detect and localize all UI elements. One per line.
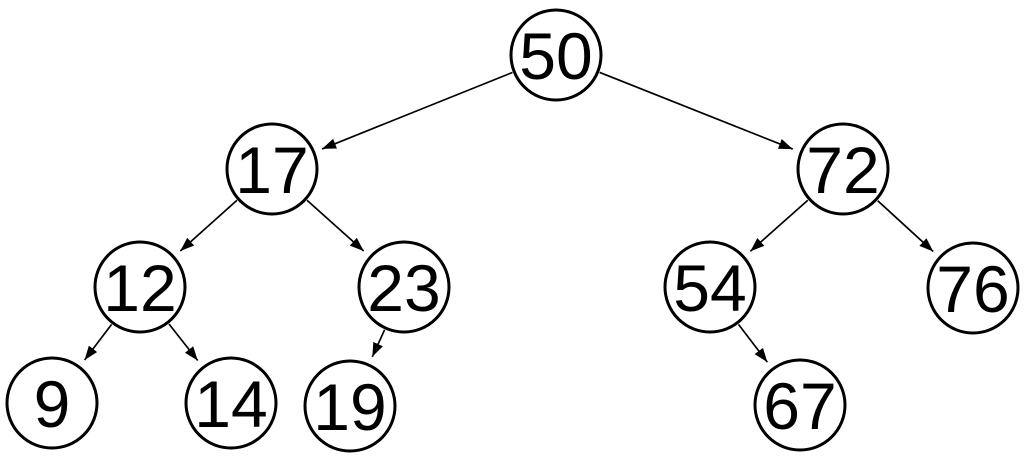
- node-value-19: 19: [313, 370, 386, 444]
- tree-node-14: 14: [184, 356, 278, 450]
- edge-50-17: [321, 71, 513, 150]
- tree-node-12: 12: [93, 240, 187, 334]
- node-circle-54: [663, 240, 757, 334]
- edge-17-12: [179, 199, 238, 252]
- node-circle-14: [184, 356, 278, 450]
- node-circle-9: [5, 356, 99, 450]
- node-circle-76: [926, 241, 1020, 335]
- tree-node-54: 54: [663, 240, 757, 334]
- node-value-17: 17: [235, 133, 308, 207]
- edge-12-14: [168, 323, 199, 362]
- node-circle-67: [753, 358, 847, 452]
- node-value-14: 14: [194, 367, 267, 441]
- edge-23-19: [371, 329, 386, 358]
- node-circle-19: [303, 359, 397, 453]
- node-value-76: 76: [936, 252, 1009, 326]
- tree-node-19: 19: [303, 359, 397, 453]
- edge-50-72: [599, 71, 794, 150]
- node-circle-50: [509, 8, 603, 102]
- edge-17-23: [306, 199, 365, 252]
- edge-54-67: [737, 323, 768, 363]
- nodes-layer: 50 17 72 12 23 54 76 9 14 19 67: [5, 8, 1020, 453]
- tree-node-17: 17: [225, 122, 319, 216]
- edges-layer: [83, 71, 934, 363]
- tree-node-23: 23: [357, 240, 451, 334]
- tree-node-72: 72: [796, 122, 890, 216]
- node-circle-23: [357, 240, 451, 334]
- edge-12-9: [83, 323, 113, 361]
- node-value-12: 12: [103, 251, 176, 325]
- tree-node-67: 67: [753, 358, 847, 452]
- node-value-23: 23: [367, 251, 440, 325]
- tree-node-9: 9: [5, 356, 99, 450]
- edge-72-76: [877, 200, 934, 253]
- node-circle-72: [796, 122, 890, 216]
- node-value-50: 50: [519, 19, 592, 93]
- node-circle-17: [225, 122, 319, 216]
- tree-node-50: 50: [509, 8, 603, 102]
- edge-72-54: [749, 199, 809, 252]
- node-circle-12: [93, 240, 187, 334]
- node-value-72: 72: [806, 133, 879, 207]
- node-value-9: 9: [34, 367, 71, 441]
- tree-node-76: 76: [926, 241, 1020, 335]
- node-value-54: 54: [673, 251, 746, 325]
- node-value-67: 67: [763, 369, 836, 443]
